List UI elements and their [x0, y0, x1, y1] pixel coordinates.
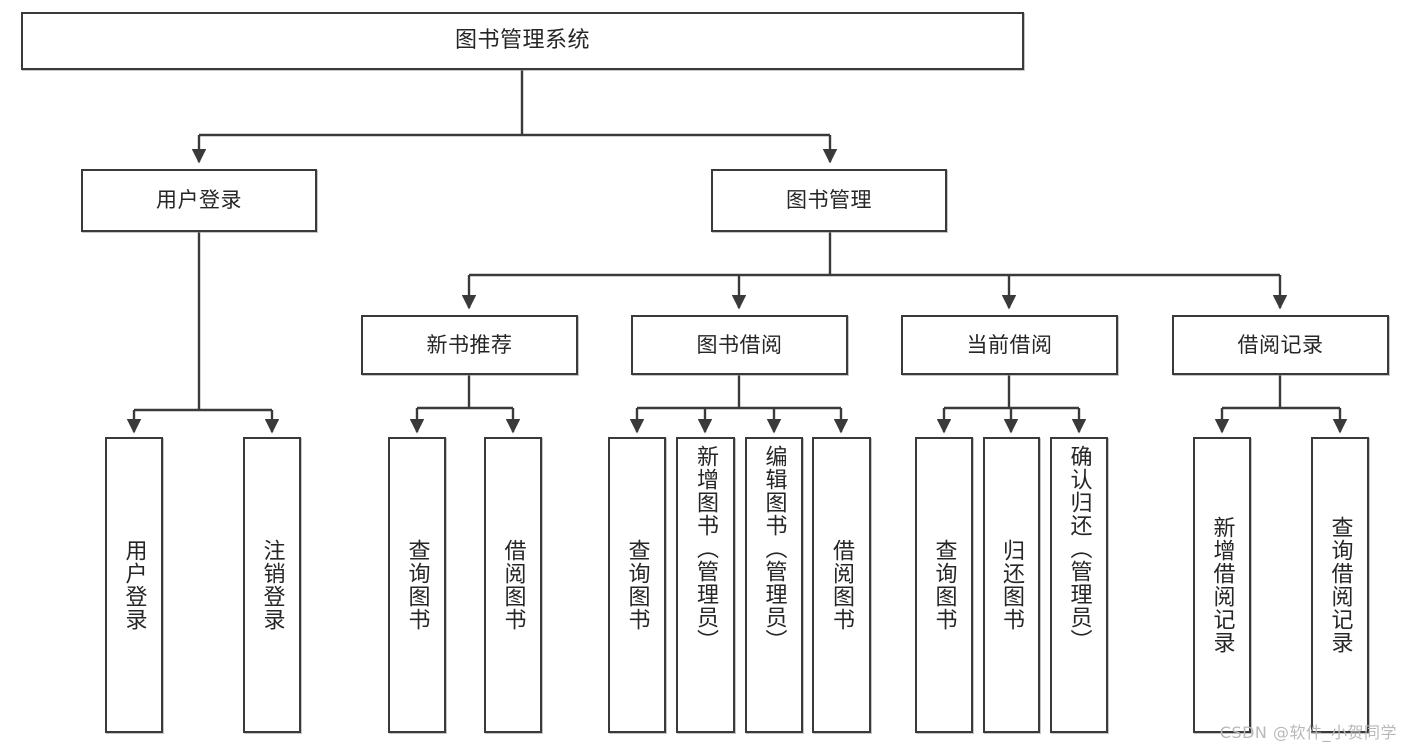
node-root-label: 图书管理系统 — [454, 28, 590, 54]
leaf-borrow-book-2-label: 借阅图书 — [829, 539, 855, 631]
node-borrow-record-label: 借阅记录 — [1237, 332, 1324, 357]
leaf-edit-book[interactable]: 编辑图书（管理员） — [745, 437, 803, 733]
leaf-query-record-label: 查询借阅记录 — [1327, 516, 1353, 654]
node-book-borrow-label: 图书借阅 — [696, 332, 783, 357]
leaf-query-book-1-label: 查询图书 — [404, 539, 430, 631]
leaf-query-book-2-label: 查询图书 — [624, 539, 650, 631]
node-new-book-recommend[interactable]: 新书推荐 — [361, 315, 578, 375]
leaf-user-login[interactable]: 用户登录 — [105, 437, 163, 733]
node-book-manage[interactable]: 图书管理 — [711, 169, 947, 232]
leaf-borrow-book-1[interactable]: 借阅图书 — [484, 437, 542, 733]
leaf-logout-label: 注销登录 — [259, 539, 285, 631]
node-book-manage-label: 图书管理 — [786, 188, 872, 213]
node-borrow-record[interactable]: 借阅记录 — [1172, 315, 1389, 375]
leaf-user-login-label: 用户登录 — [121, 539, 147, 631]
node-book-borrow[interactable]: 图书借阅 — [631, 315, 848, 375]
node-root[interactable]: 图书管理系统 — [21, 12, 1024, 70]
leaf-confirm-return[interactable]: 确认归还（管理员） — [1050, 437, 1108, 733]
leaf-add-book[interactable]: 新增图书（管理员） — [676, 437, 735, 733]
leaf-borrow-book-2[interactable]: 借阅图书 — [812, 437, 871, 733]
leaf-edit-book-label: 编辑图书（管理员） — [761, 445, 787, 652]
node-current-borrow[interactable]: 当前借阅 — [901, 315, 1118, 375]
node-current-borrow-label: 当前借阅 — [966, 332, 1053, 357]
leaf-return-book[interactable]: 归还图书 — [983, 437, 1040, 733]
leaf-query-book-2[interactable]: 查询图书 — [608, 437, 666, 733]
leaf-query-book-3[interactable]: 查询图书 — [915, 437, 973, 733]
leaf-confirm-return-label: 确认归还（管理员） — [1066, 445, 1092, 652]
leaf-logout[interactable]: 注销登录 — [243, 437, 301, 733]
leaf-query-book-3-label: 查询图书 — [931, 539, 957, 631]
leaf-query-book-1[interactable]: 查询图书 — [388, 437, 446, 733]
leaf-return-book-label: 归还图书 — [999, 539, 1025, 631]
node-new-book-recommend-label: 新书推荐 — [426, 332, 513, 357]
leaf-add-record-label: 新增借阅记录 — [1209, 516, 1235, 654]
node-user-login[interactable]: 用户登录 — [81, 169, 317, 232]
csdn-watermark: CSDN @软件_小贺同学 — [1219, 723, 1397, 742]
leaf-query-record[interactable]: 查询借阅记录 — [1311, 437, 1369, 733]
leaf-add-record[interactable]: 新增借阅记录 — [1193, 437, 1251, 733]
leaf-add-book-label: 新增图书（管理员） — [693, 445, 719, 652]
leaf-borrow-book-1-label: 借阅图书 — [500, 539, 526, 631]
node-user-login-label: 用户登录 — [156, 188, 242, 213]
